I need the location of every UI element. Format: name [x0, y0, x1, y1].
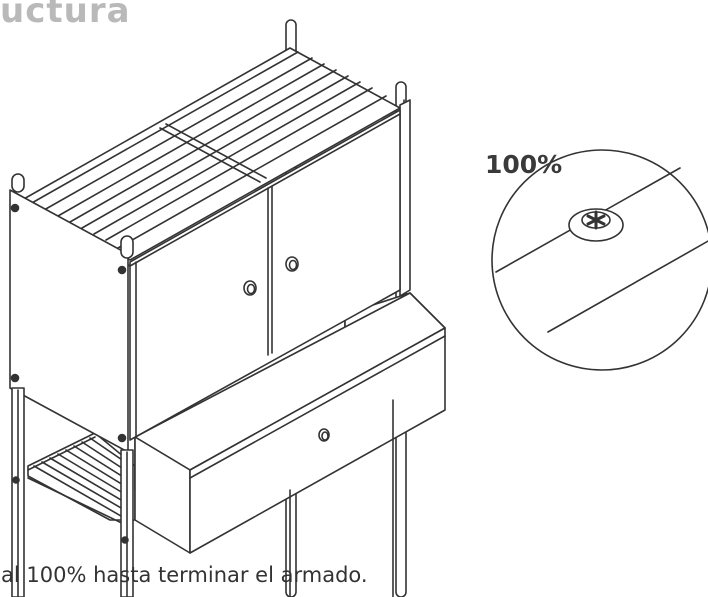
lower-legs [289, 399, 394, 597]
tightness-percent-label: 100% [485, 150, 563, 179]
section-heading: uctura [0, 0, 131, 31]
cabinet-body [129, 99, 411, 441]
instruction-caption: al 100% hasta terminar el armado. [1, 563, 368, 587]
front-posts [11, 173, 134, 597]
left-side-panel [9, 189, 129, 453]
screw-detail-callout [491, 149, 708, 371]
phillips-screw-icon [568, 208, 624, 242]
